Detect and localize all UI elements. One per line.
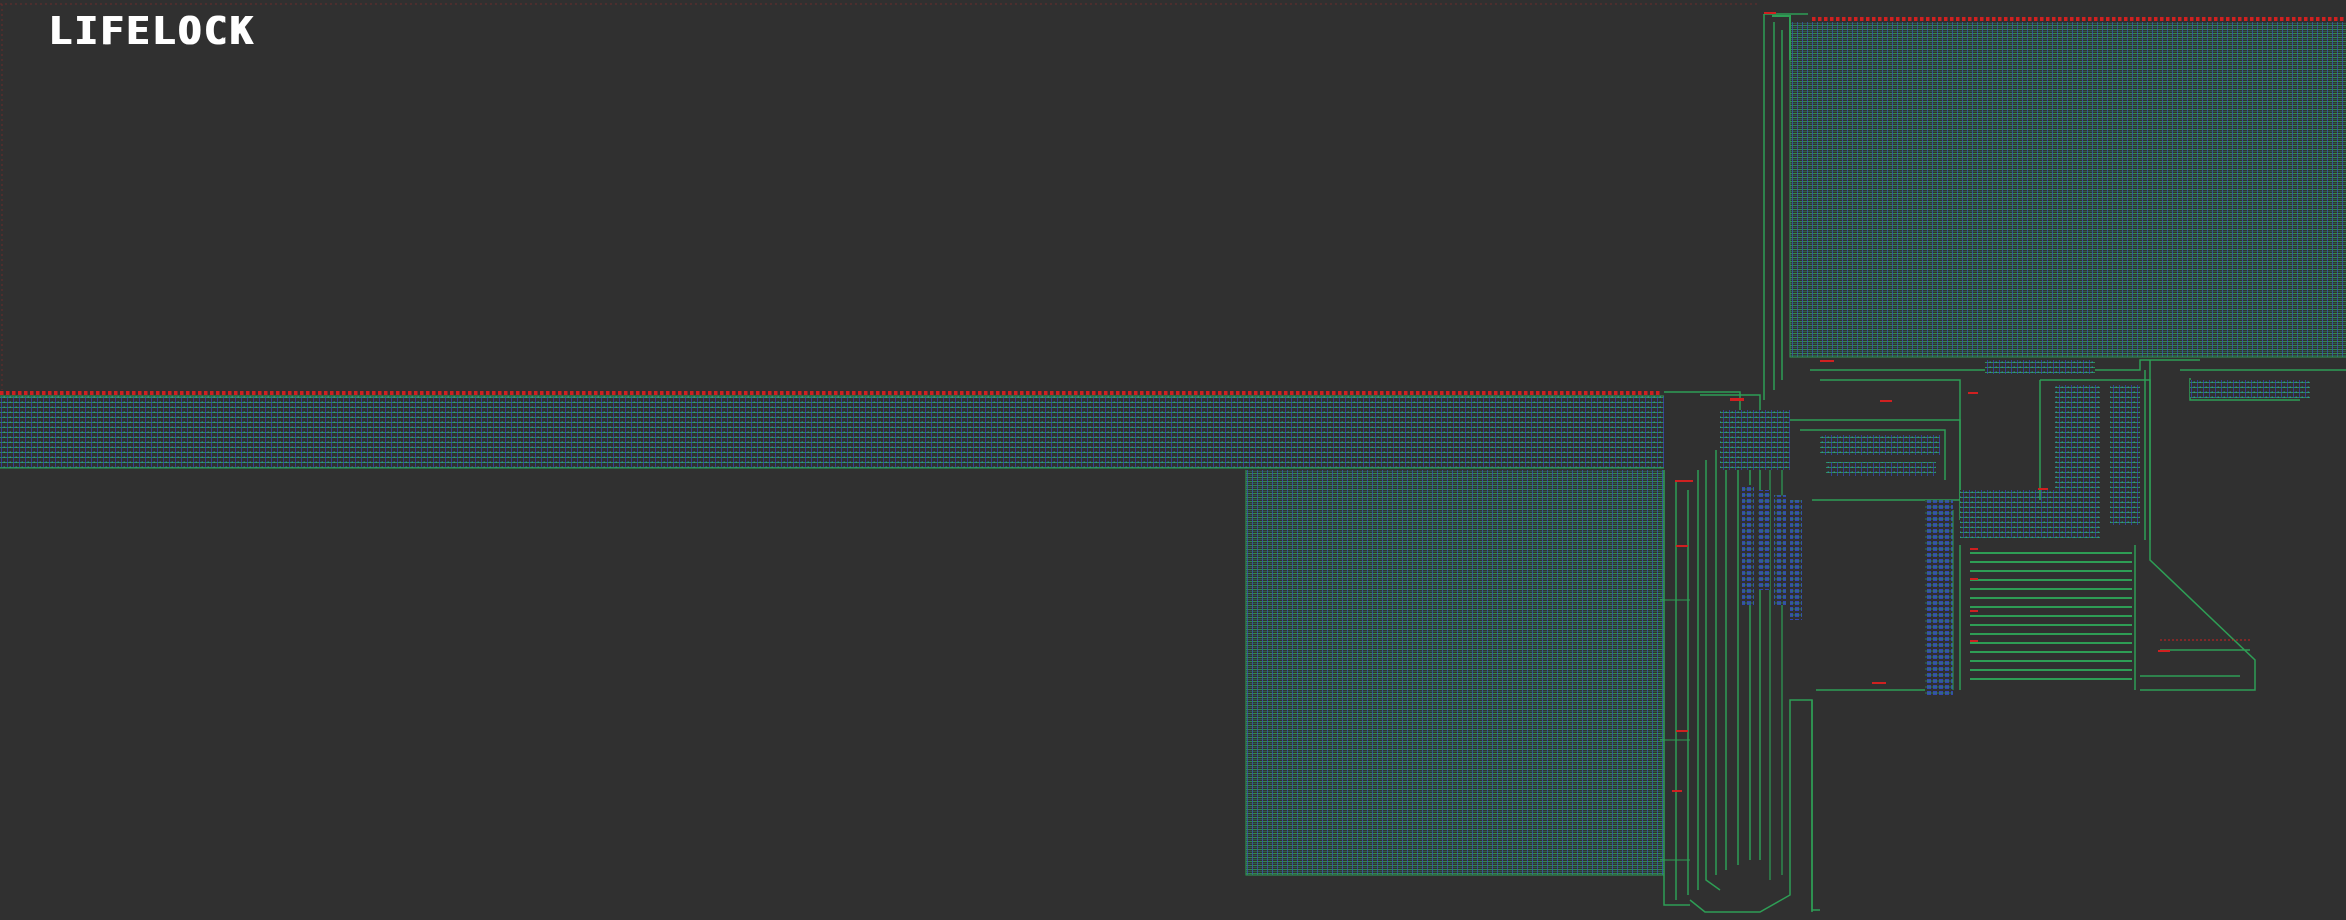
- control-logic-cluster[interactable]: [1660, 12, 2346, 913]
- lower-memory-block[interactable]: [1245, 470, 1664, 876]
- game-title-logo: LIFELOCK: [48, 9, 256, 53]
- horizontal-logic-strip[interactable]: [0, 391, 1664, 469]
- upper-memory-block[interactable]: [1763, 13, 2346, 400]
- region-outline: [0, 3, 1760, 390]
